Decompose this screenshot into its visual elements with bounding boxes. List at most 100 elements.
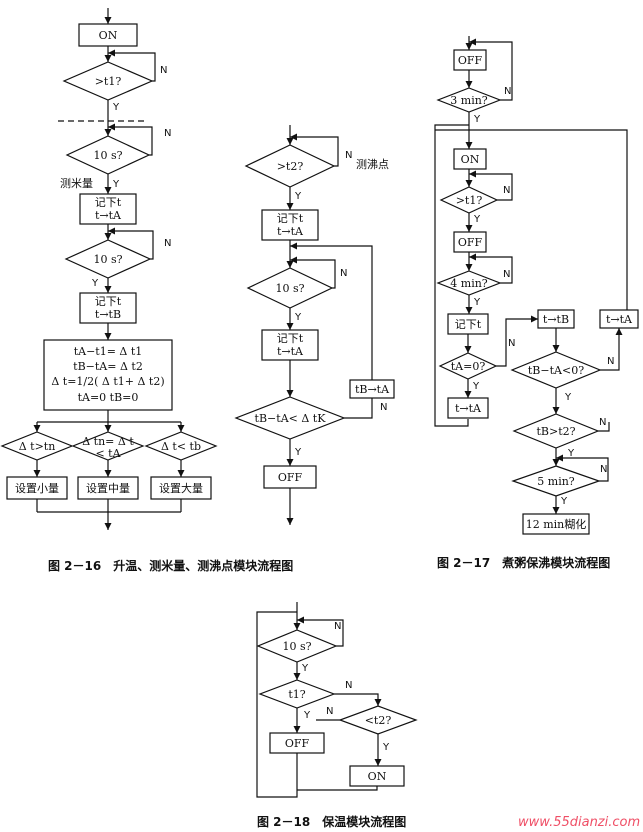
record-tb2-line2: t→tA bbox=[277, 345, 304, 358]
yes-mark: Y bbox=[303, 710, 311, 721]
record-ta2-line2: t→tA bbox=[277, 225, 304, 238]
off2-box bbox=[453, 231, 487, 253]
final-label: 12 min糊化 bbox=[526, 517, 587, 531]
decision-t1-18-label: t1? bbox=[288, 688, 305, 701]
t-to-tb-label: t→tB bbox=[543, 313, 569, 326]
decision-ta0-label: tA=0? bbox=[451, 360, 486, 373]
decision-10s-18-label: 10 s? bbox=[282, 640, 311, 653]
decision-4min-label: 4 min? bbox=[450, 277, 488, 290]
cond-mid-line1: Δ tn= Δ t bbox=[82, 435, 134, 448]
yes-mark: Y bbox=[112, 179, 120, 190]
no-mark: N bbox=[508, 338, 515, 349]
no-mark: N bbox=[600, 464, 607, 475]
flowchart-2-16: ON >t1? N Y 10 s? N 测米量 Y 记下t t→tA 10 s?… bbox=[0, 8, 395, 573]
yes-mark: Y bbox=[112, 102, 120, 113]
t-to-ta-box-1 bbox=[447, 397, 489, 419]
record-tb-box-2 bbox=[261, 329, 319, 361]
off1-box bbox=[453, 49, 487, 71]
loop-line bbox=[435, 129, 628, 320]
record-tb-line1: 记下t bbox=[95, 295, 122, 308]
cond-mid-line2: < tA bbox=[95, 447, 121, 460]
flowchart-2-18: 10 s? N Y t1? N Y <t2? N Y OFF ON 图 2－18… bbox=[256, 602, 418, 829]
decision-3min-label: 3 min? bbox=[450, 94, 488, 107]
yes-mark: Y bbox=[473, 214, 481, 225]
caption-2-17: 图 2－17 煮粥保沸模块流程图 bbox=[437, 555, 610, 570]
caption-2-16: 图 2－16 升温、测米量、测沸点模块流程图 bbox=[48, 558, 293, 573]
yes-mark: Y bbox=[382, 742, 390, 753]
no-mark: N bbox=[503, 185, 510, 196]
yes-mark: Y bbox=[294, 312, 302, 323]
off-label: OFF bbox=[278, 471, 303, 484]
yes-mark: Y bbox=[301, 663, 309, 674]
no-mark: N bbox=[340, 268, 347, 279]
record-label-17: 记下t bbox=[455, 318, 482, 331]
yes-mark: Y bbox=[294, 191, 302, 202]
no-mark: N bbox=[326, 706, 333, 717]
decision-10s-c-label: 10 s? bbox=[275, 282, 304, 295]
calc-line2: tB−tA= Δ t2 bbox=[73, 360, 143, 373]
measure-rice-label: 测米量 bbox=[60, 177, 93, 190]
cond-small-label: Δ t>tn bbox=[19, 440, 56, 453]
off-label-18: OFF bbox=[285, 737, 310, 750]
yes-mark: Y bbox=[560, 496, 568, 507]
decision-10s-b-label: 10 s? bbox=[93, 253, 122, 266]
record-tb-box bbox=[79, 292, 137, 324]
on-label: ON bbox=[99, 29, 118, 42]
no-mark: N bbox=[380, 402, 387, 413]
boil-label: 测沸点 bbox=[356, 158, 389, 171]
on-label-17: ON bbox=[461, 153, 480, 166]
decision-t2-label: >t2? bbox=[277, 160, 304, 173]
yes-mark: Y bbox=[472, 381, 480, 392]
set-mid-label: 设置中量 bbox=[86, 482, 130, 495]
set-large-label: 设置大量 bbox=[159, 481, 203, 495]
calc-line3: Δ t=1/2( Δ t1+ Δ t2) bbox=[51, 375, 164, 388]
calc-line1: tA−t1= Δ t1 bbox=[74, 345, 143, 358]
record-tb-line2: t→tB bbox=[95, 308, 121, 321]
calc-line4: tA=0 tB=0 bbox=[78, 391, 139, 404]
yes-mark: Y bbox=[91, 278, 99, 289]
yes-mark: Y bbox=[564, 392, 572, 403]
record-tb2-line1: 记下t bbox=[277, 332, 304, 345]
calc-box bbox=[43, 339, 173, 411]
yes-mark: Y bbox=[294, 447, 302, 458]
off1-label: OFF bbox=[458, 54, 483, 67]
record-ta-line1: 记下t bbox=[95, 196, 122, 209]
no-mark: N bbox=[504, 86, 511, 97]
set-small-label: 设置小量 bbox=[15, 482, 59, 495]
t-to-ta-label-1: t→tA bbox=[455, 402, 482, 415]
decision-t2-18-label: <t2? bbox=[365, 714, 392, 727]
record-ta-box-2 bbox=[261, 209, 319, 241]
yes-mark: Y bbox=[473, 114, 481, 125]
off2-label: OFF bbox=[458, 236, 483, 249]
no-mark: N bbox=[334, 621, 341, 632]
decision-t2-17-label: tB>t2? bbox=[536, 425, 575, 438]
record-ta-line2: t→tA bbox=[95, 209, 122, 222]
yes-mark: Y bbox=[473, 297, 481, 308]
no-mark: N bbox=[160, 65, 167, 76]
on-box-17 bbox=[453, 148, 487, 170]
final-box bbox=[522, 513, 590, 535]
decision-compare-label: tB−tA< Δ tK bbox=[255, 412, 327, 425]
caption-2-18: 图 2－18 保温模块流程图 bbox=[257, 814, 406, 829]
record-ta2-line1: 记下t bbox=[277, 212, 304, 225]
t-to-ta-label-2: t→tA bbox=[606, 313, 633, 326]
watermark: www.55dianzi.com bbox=[518, 815, 640, 830]
yes-mark: Y bbox=[567, 448, 575, 459]
no-mark: N bbox=[607, 356, 614, 367]
no-mark: N bbox=[164, 128, 171, 139]
flowchart-2-17: OFF 3 min? N Y ON >t1? N Y OFF 4 min? N … bbox=[434, 36, 639, 570]
assign-tb-ta-label: tB→tA bbox=[355, 383, 390, 396]
no-mark: N bbox=[164, 238, 171, 249]
decision-diff-label: tB−tA<0? bbox=[528, 364, 584, 377]
no-mark: N bbox=[503, 269, 510, 280]
on-label-18: ON bbox=[368, 770, 387, 783]
decision-10s-a-label: 10 s? bbox=[93, 149, 122, 162]
decision-t1-17-label: >t1? bbox=[456, 194, 483, 207]
no-mark: N bbox=[345, 680, 352, 691]
no-mark: N bbox=[599, 417, 606, 428]
no-mark: N bbox=[345, 150, 352, 161]
decision-t1-label: >t1? bbox=[95, 75, 122, 88]
decision-5min-label: 5 min? bbox=[537, 475, 575, 488]
cond-large-label: Δ t< tb bbox=[161, 440, 201, 453]
